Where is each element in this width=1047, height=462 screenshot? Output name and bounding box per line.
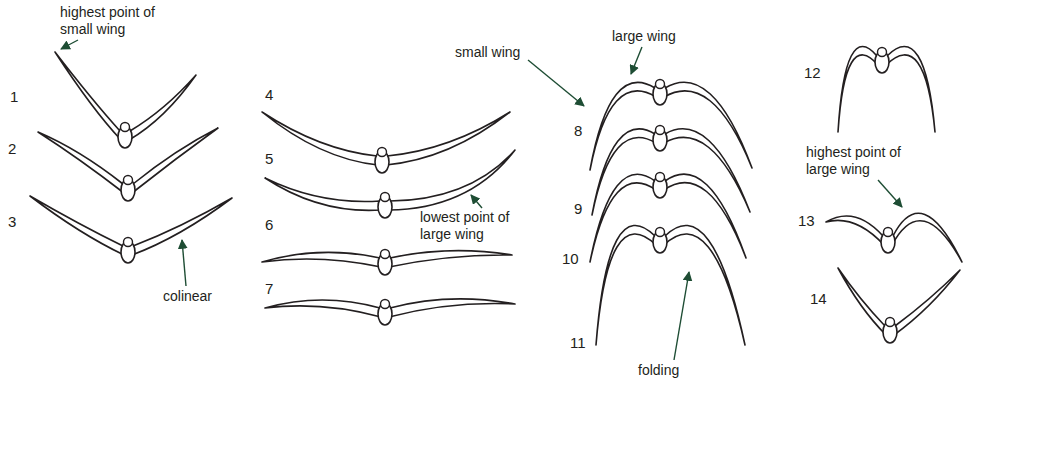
bird-wing <box>389 150 515 210</box>
bird-head <box>656 126 665 135</box>
bird-wing <box>826 216 884 245</box>
leader-line <box>674 272 689 360</box>
bird-head <box>378 148 387 157</box>
bird-wing <box>262 112 378 165</box>
figure-number: 12 <box>804 64 821 81</box>
bird-head <box>381 250 390 259</box>
bird-head <box>381 300 390 309</box>
bird-wing <box>592 129 656 215</box>
bird-wing <box>30 196 124 255</box>
annotation-label: lowest point of large wing <box>420 209 520 243</box>
leader-line <box>528 60 584 106</box>
figure-number: 8 <box>574 122 582 139</box>
annotation-label: highest point of small wing <box>60 4 170 38</box>
annotation-label: highest point of large wing <box>806 144 906 178</box>
bird-wing <box>596 225 656 345</box>
bird-wing <box>664 82 752 168</box>
bird-wing <box>664 174 746 258</box>
leader-line <box>878 180 902 207</box>
leader-line <box>631 47 642 74</box>
bird-wing <box>265 178 381 210</box>
leader-line <box>182 240 186 286</box>
bird-wing <box>38 132 124 193</box>
bird-head <box>124 238 133 247</box>
leader-line <box>61 40 78 49</box>
bird-head <box>884 228 893 237</box>
figure-number: 6 <box>265 216 273 233</box>
annotation-label: large wing <box>612 28 676 45</box>
bird-wing <box>132 128 218 193</box>
bird-wing <box>262 252 381 267</box>
annotation-label: folding <box>638 362 679 379</box>
bird-head <box>656 228 665 237</box>
bird-wing <box>590 174 656 262</box>
figure-number: 4 <box>265 86 273 103</box>
bird-head <box>124 176 133 185</box>
bird-head <box>656 173 665 182</box>
bird-wing <box>894 270 960 335</box>
bird-wing <box>129 75 196 140</box>
bird-head <box>886 318 895 327</box>
figure-number: 1 <box>10 88 18 105</box>
annotation-label: small wing <box>455 44 520 61</box>
bird-wing <box>664 129 750 212</box>
figure-number: 5 <box>265 150 273 167</box>
figure-number: 11 <box>570 334 586 351</box>
figure-number: 14 <box>810 290 827 307</box>
figure-number: 7 <box>265 280 273 297</box>
leader-line <box>471 195 482 208</box>
figure-number: 10 <box>562 250 579 267</box>
bird-wing <box>265 300 381 317</box>
figure-number: 2 <box>8 140 16 157</box>
bird-head <box>121 123 130 132</box>
annotation-label: colinear <box>163 288 212 305</box>
bird-wing <box>838 47 878 133</box>
bird-wing <box>55 52 121 140</box>
figure-number: 13 <box>798 212 815 229</box>
bird-wing <box>892 213 962 262</box>
bird-wing <box>389 251 512 267</box>
bird-wing <box>886 47 935 133</box>
figure-number: 9 <box>574 200 582 217</box>
bird-head <box>381 193 390 202</box>
bird-wing <box>664 225 745 345</box>
bird-head <box>878 48 887 57</box>
bird-wing <box>838 268 886 335</box>
bird-wing <box>386 112 510 165</box>
bird-wing <box>590 82 656 170</box>
bird-head <box>656 80 665 89</box>
bird-wing <box>389 299 515 317</box>
figure-number: 3 <box>8 213 16 230</box>
